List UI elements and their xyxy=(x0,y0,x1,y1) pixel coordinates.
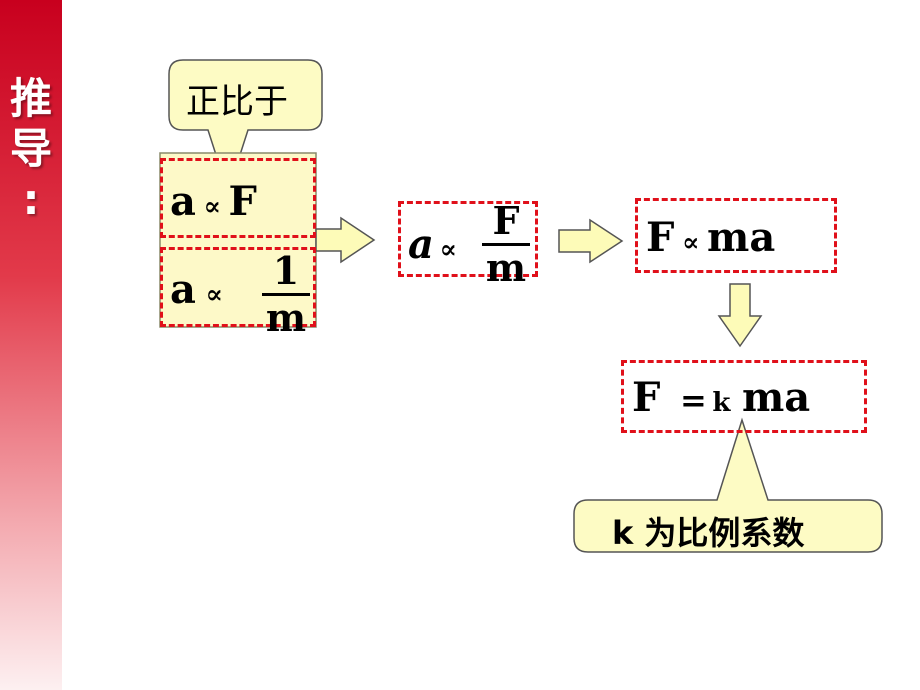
fraction-1-over-m: 1 m xyxy=(262,252,310,337)
dashed-box-a-prop-inv-m xyxy=(160,247,316,327)
fraction-numerator: 1 xyxy=(272,248,300,293)
formula-var: ma xyxy=(741,374,811,421)
formula-F-eq-kma: F = k ma xyxy=(632,374,810,421)
dashed-box-F-eq-kma xyxy=(621,360,867,433)
formula-var: a xyxy=(170,266,196,313)
sidebar-title-char: : xyxy=(22,174,40,224)
sidebar-gradient xyxy=(0,0,62,690)
fraction-bar xyxy=(262,293,310,296)
fraction-bar xyxy=(482,243,530,246)
fraction-numerator: F xyxy=(492,198,520,243)
callout-proportional-label: 正比于 xyxy=(186,82,288,122)
formula-F-prop-ma: F ∝ ma xyxy=(646,214,775,261)
arrow-right-icon xyxy=(315,216,376,264)
arrow-right-icon xyxy=(558,218,624,264)
dashed-box-F-prop-ma xyxy=(635,198,837,273)
dashed-box-a-prop-F xyxy=(160,158,316,238)
formula-var: F xyxy=(228,178,257,225)
formula-var: a xyxy=(170,178,196,225)
coefficient-k: k xyxy=(712,388,731,418)
formula-var: F xyxy=(632,374,661,421)
arrow-down-icon xyxy=(717,283,763,348)
callout-coefficient-label: k 为比例系数 xyxy=(612,514,805,552)
proportional-symbol: ∝ xyxy=(439,235,457,265)
fraction-denominator: m xyxy=(485,245,527,290)
sidebar-title-char: 导 xyxy=(9,124,52,174)
equals-symbol: = xyxy=(679,381,707,419)
formula-var: a xyxy=(408,221,434,268)
formula-var: F xyxy=(646,214,675,261)
sidebar-title-char: 推 xyxy=(9,74,52,123)
fraction-denominator: m xyxy=(265,295,307,340)
dashed-box-a-prop-F-over-m xyxy=(398,201,538,277)
formula-a-prop-F-over-m-lhs: a ∝ xyxy=(408,221,457,268)
fraction-F-over-m: F m xyxy=(482,202,530,287)
formula-a-prop-inv-m-lhs: a ∝ xyxy=(170,266,223,313)
proportional-symbol: ∝ xyxy=(205,280,223,310)
formula-var: ma xyxy=(707,214,776,261)
formula-a-prop-F: a ∝ F xyxy=(170,178,257,225)
formula-group-background xyxy=(159,152,317,328)
proportional-symbol: ∝ xyxy=(203,192,221,222)
proportional-symbol: ∝ xyxy=(681,228,700,258)
callout-coefficient-shape xyxy=(573,417,883,553)
sidebar-title: 推 导 : xyxy=(4,74,58,225)
